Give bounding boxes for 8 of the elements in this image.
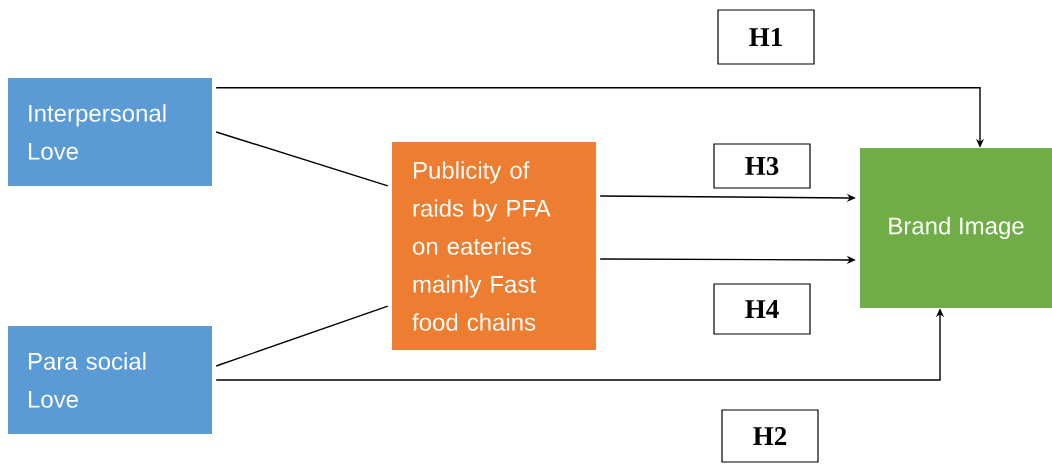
concept-box: Brand Image bbox=[860, 148, 1052, 308]
hypothesis-box: H4 bbox=[713, 283, 811, 335]
concept-box: Interpersonal Love bbox=[8, 78, 212, 186]
hypothesis-box: H1 bbox=[717, 9, 815, 65]
concept-box: Publicity of raids by PFA on eateries mainly Fast food chains bbox=[392, 142, 596, 350]
concept-box: Para social Love bbox=[8, 326, 212, 434]
hypothesis-box: H2 bbox=[721, 409, 819, 463]
hypothesis-box: H3 bbox=[713, 143, 811, 189]
